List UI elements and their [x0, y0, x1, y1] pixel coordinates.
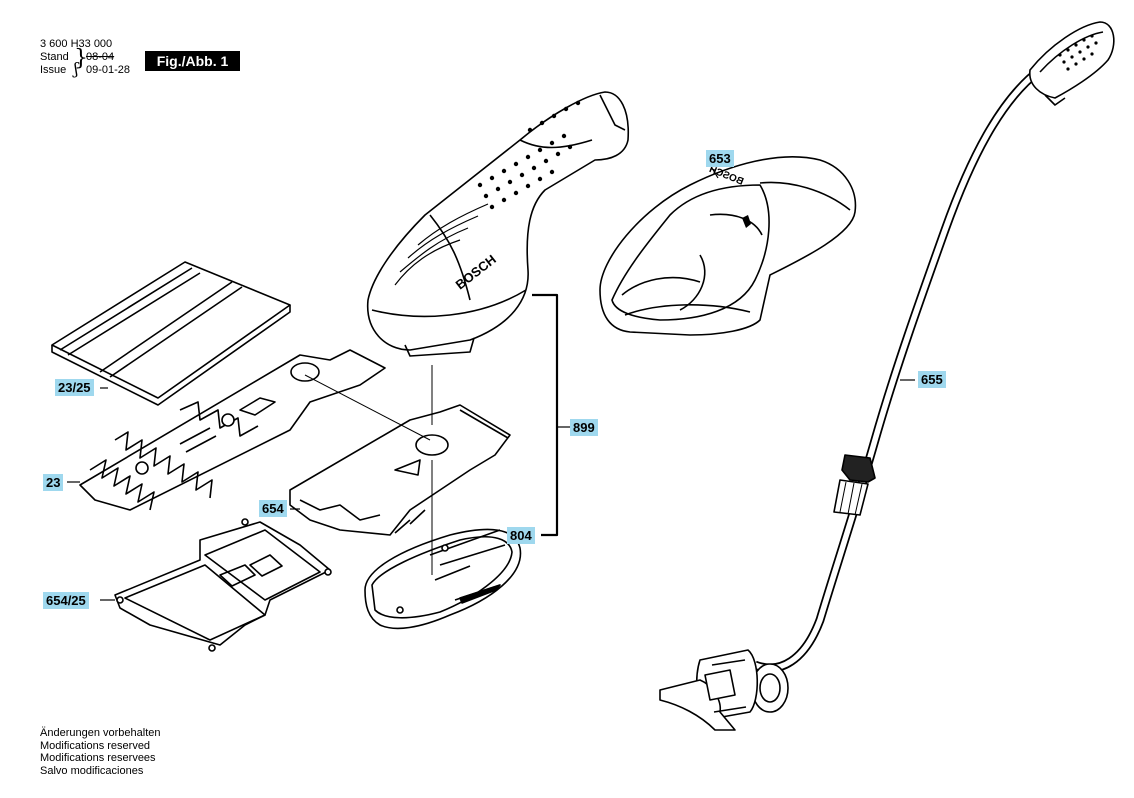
stand-label: Stand [40, 51, 69, 63]
leader-653 [711, 167, 719, 179]
bracket-899 [532, 293, 559, 537]
callout-655: 655 [918, 371, 946, 388]
callout-65425: 654/25 [43, 592, 89, 609]
brace-symbol-lower: ʃ [74, 59, 79, 78]
blade-guard-strip-2325 [51, 261, 291, 406]
blade-protector-653: BOSCH [599, 156, 857, 336]
brace-symbol: } [74, 46, 88, 71]
issue-label: Issue [40, 64, 67, 76]
shear-body: BOSCH [366, 91, 630, 357]
telescopic-handle-655 [659, 21, 1115, 731]
hedge-blade-23 [79, 349, 386, 511]
doc-number: 3 600 H33 000 [40, 38, 113, 50]
grass-blade-654 [289, 404, 511, 536]
grass-blade-guard-65425 [114, 518, 332, 652]
stand-date: 08-04 [86, 51, 115, 63]
footer-note-es: Salvo modificaciones [40, 764, 144, 777]
issue-date: 09-01-28 [86, 64, 131, 76]
figure-label: Fig./Abb. 1 [145, 51, 240, 71]
footer-note-de: Änderungen vorbehalten [40, 727, 161, 739]
footer-note-en: Modifications reserved [40, 739, 151, 752]
blade-tray-804 [364, 528, 522, 630]
callout-653: 653 [706, 150, 734, 167]
callout-2325: 23/25 [55, 379, 94, 396]
footer-notes: Änderungen vorbehalten Modifications res… [40, 727, 160, 777]
callout-804: 804 [507, 527, 535, 544]
callout-23: 23 [43, 474, 64, 491]
callout-654: 654 [259, 500, 287, 517]
guide-line-diagonal [304, 374, 431, 441]
footer-note-fr: Modifications reservees [40, 752, 156, 764]
callout-899: 899 [570, 419, 598, 436]
